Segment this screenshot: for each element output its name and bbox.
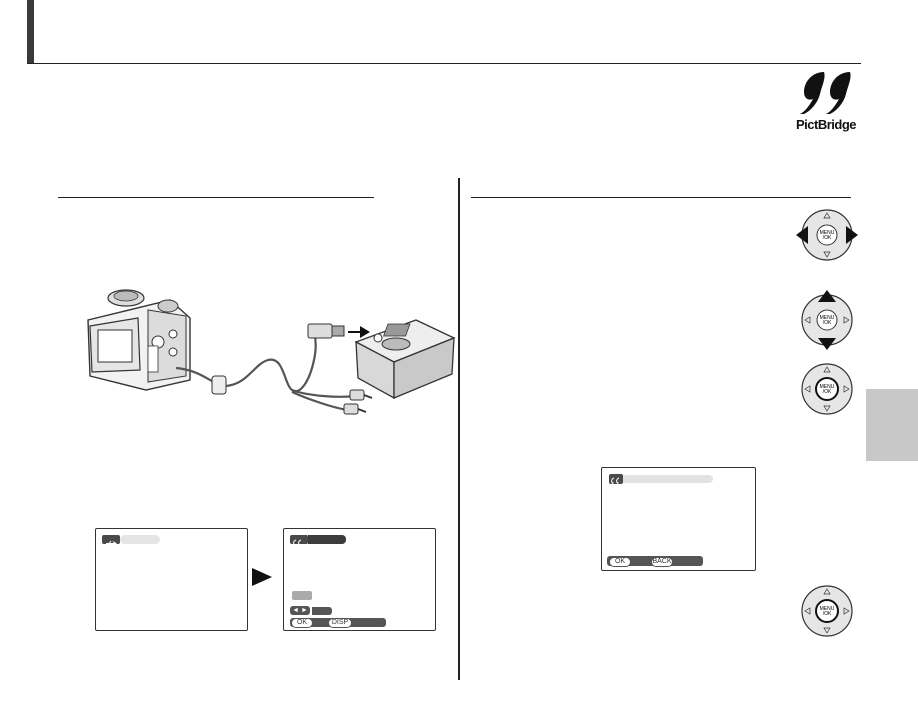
pictbridge-logo: PictBridge (794, 68, 858, 138)
svg-text:MENU: MENU (820, 315, 835, 321)
lcd-title-bar (623, 475, 713, 483)
next-screen-arrow-icon (252, 568, 272, 586)
right-section-rule (471, 197, 851, 198)
pictbridge-icon (609, 474, 623, 487)
svg-text:/OK: /OK (823, 235, 832, 241)
usb-plug (307, 323, 370, 339)
header-rule (27, 63, 861, 64)
menu-ok-button-icon: MENU /OK (801, 363, 853, 415)
pictbridge-logo-text: PictBridge (796, 117, 857, 132)
svg-text:/OK: /OK (823, 389, 832, 395)
selector-left-right-icon: MENU /OK (796, 209, 858, 261)
header-accent (27, 0, 34, 64)
svg-text:/OK: /OK (823, 320, 832, 326)
svg-text:MENU: MENU (820, 384, 835, 390)
lcd-title-bar (120, 535, 160, 544)
ok-button-icon: OK (291, 618, 313, 628)
chapter-header (27, 0, 861, 64)
usb-icon (102, 535, 120, 546)
column-divider (458, 178, 460, 680)
lcd-print-confirm-screen: OK BACK (601, 467, 756, 571)
left-right-selector-icon: ◄ ► (290, 606, 310, 615)
av-plugs (343, 389, 373, 415)
frame-count-badge (292, 591, 312, 600)
svg-text:/OK: /OK (823, 611, 832, 617)
lcd-title-bar (308, 535, 346, 544)
ok-button-icon: OK (609, 557, 631, 567)
lcd-pc-connection-screen (95, 528, 248, 631)
svg-text:MENU: MENU (820, 230, 835, 236)
svg-text:MENU: MENU (820, 606, 835, 612)
printer-illustration (354, 319, 456, 400)
camera-printer-connection-illustration (87, 289, 456, 415)
back-button-icon: BACK (651, 557, 673, 567)
pictbridge-logo-icon (800, 72, 851, 114)
menu-ok-button-icon-2: MENU /OK (801, 585, 853, 637)
left-section-rule (58, 197, 374, 198)
lcd-printer-connection-screen: ◄ ► OK DISP (283, 528, 436, 631)
av-usb-cable (175, 331, 355, 412)
pictbridge-icon (290, 535, 308, 548)
selector-up-down-icon: MENU /OK (801, 290, 853, 350)
selector-hint-bar (312, 607, 332, 615)
chapter-side-tab (866, 389, 918, 461)
camera-illustration (87, 289, 191, 391)
disp-button-icon: DISP (328, 618, 352, 628)
